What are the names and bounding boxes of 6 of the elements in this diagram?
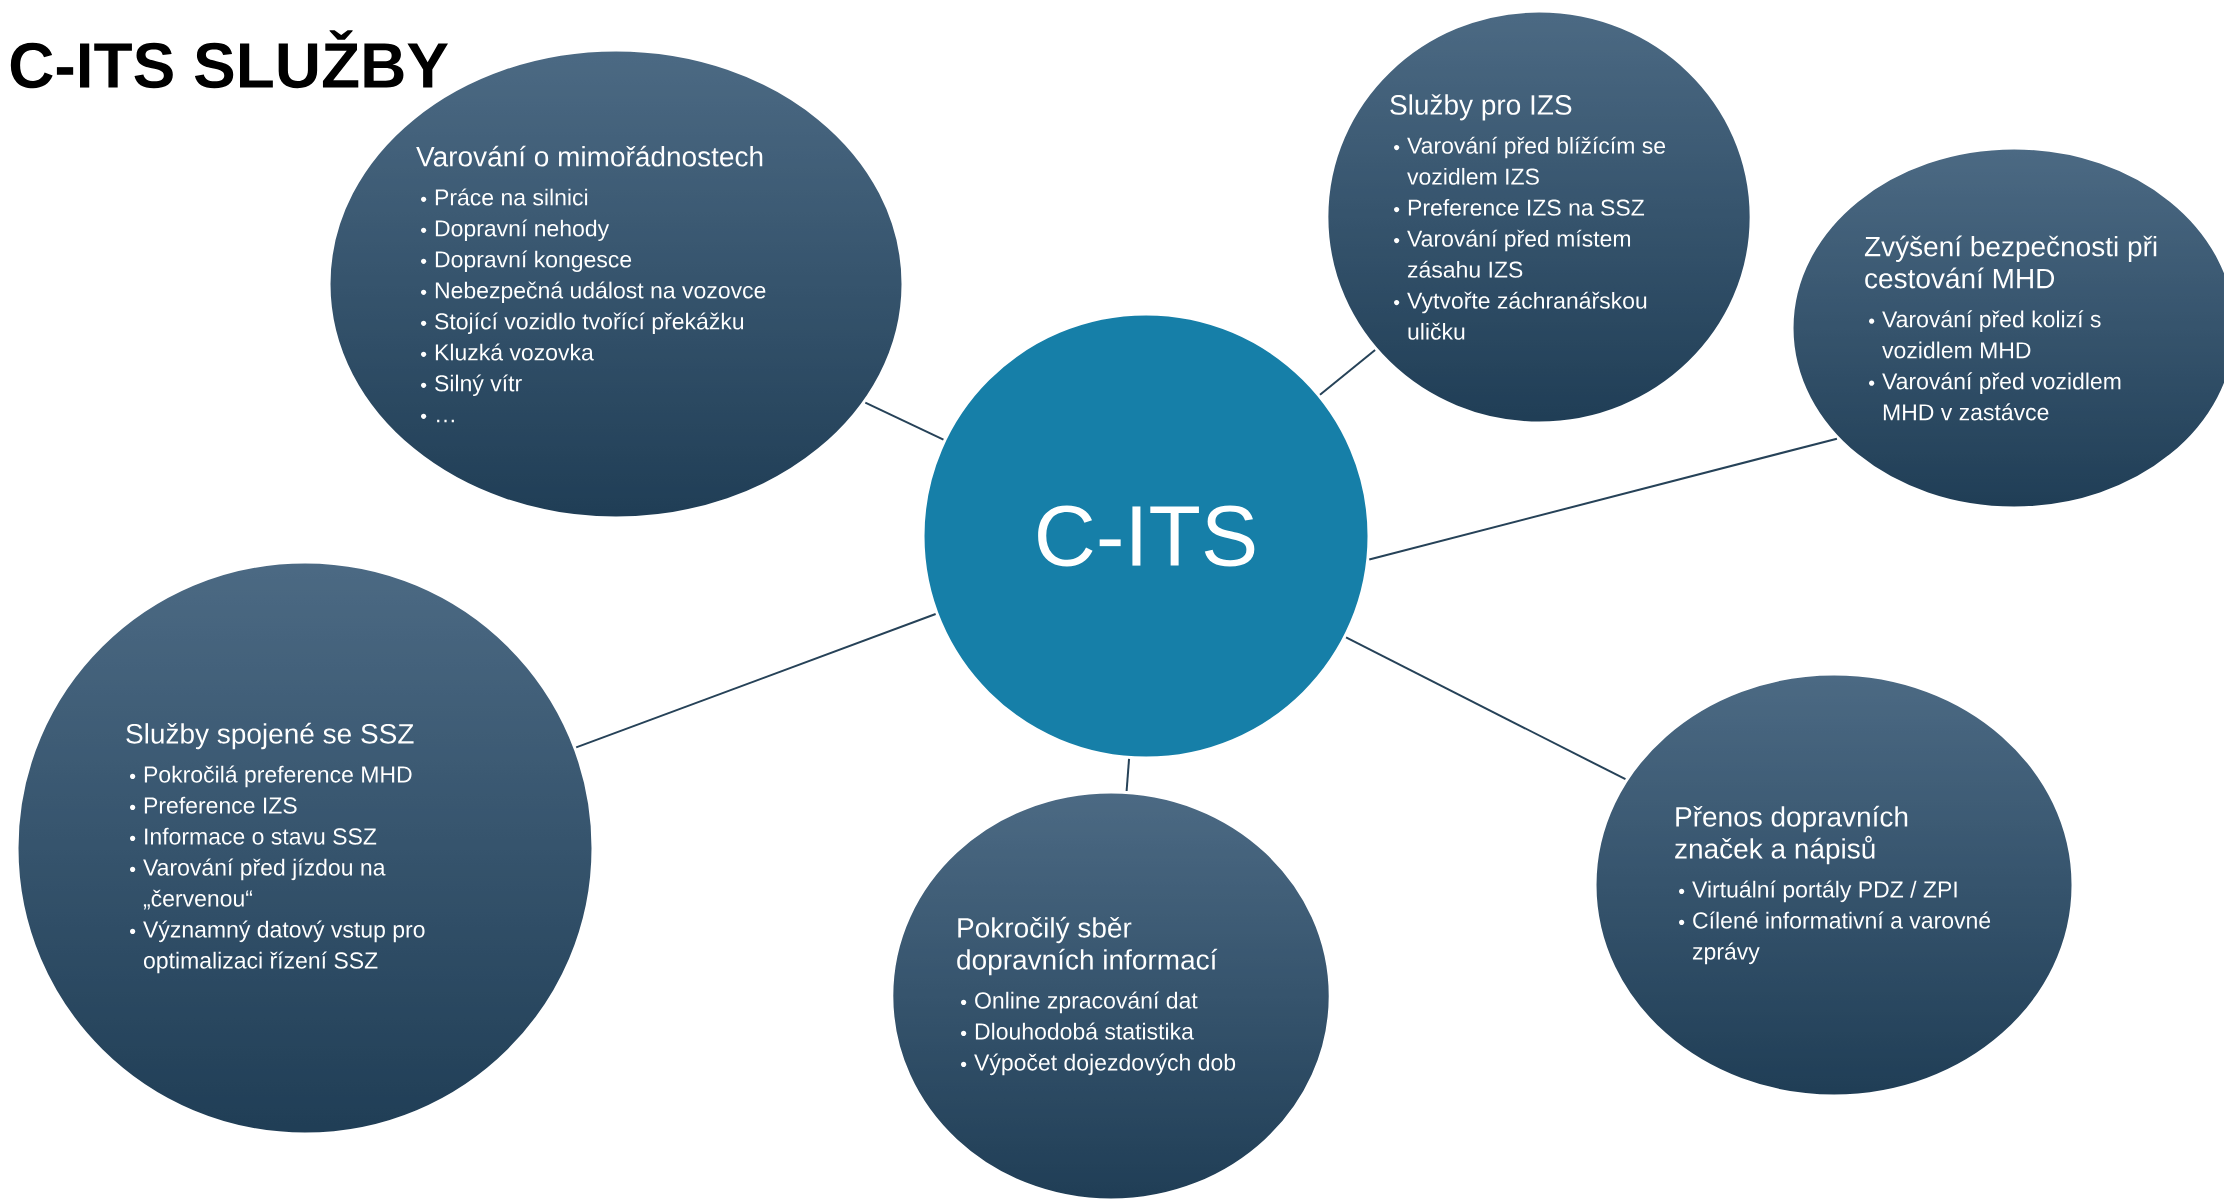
connector-line: [1368, 437, 1838, 561]
connector-line: [1319, 349, 1377, 396]
connector-line: [864, 401, 945, 441]
connector-line: [1345, 636, 1627, 781]
connector-line: [1125, 757, 1131, 793]
connector-line: [575, 613, 937, 749]
